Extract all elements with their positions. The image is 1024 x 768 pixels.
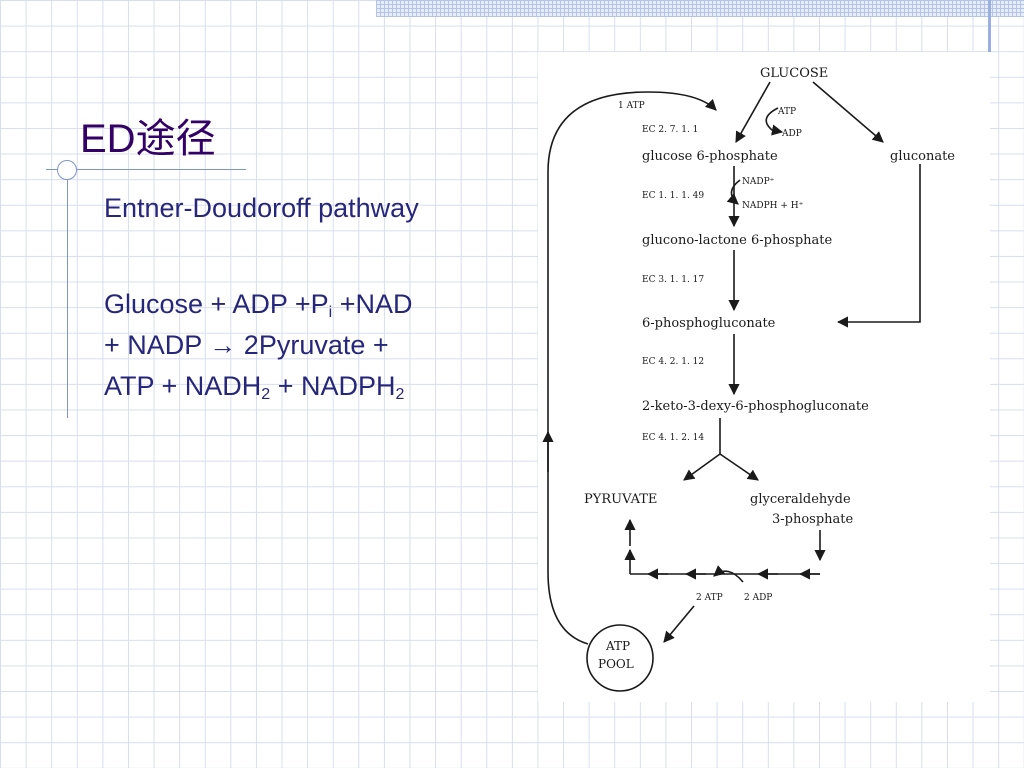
equation-sub-2a: 2 bbox=[261, 386, 271, 403]
arrow-glucose-to-g6p bbox=[735, 81, 771, 143]
label-atp-pool-2: POOL bbox=[598, 657, 634, 671]
equation-line-3: ATP + NADH2 + NADPH2 bbox=[104, 366, 524, 407]
equation-line-1-b: +NAD bbox=[332, 289, 413, 319]
label-glucose-6-phosphate: glucose 6-phosphate bbox=[642, 149, 778, 164]
left-vertical-rule bbox=[67, 160, 68, 418]
label-2-atp: 2 ATP bbox=[696, 593, 723, 603]
label-ec-2-7-1-1: EC 2. 7. 1. 1 bbox=[642, 125, 698, 135]
label-ec-3-1-1-17: EC 3. 1. 1. 17 bbox=[642, 275, 704, 285]
pathway-name: Entner-Doudoroff pathway bbox=[104, 193, 419, 223]
arrow-atp-to-pool bbox=[663, 605, 695, 643]
label-cofactor-atp: ATP bbox=[777, 107, 796, 117]
arrow-kdpg-to-pyruvate bbox=[683, 453, 721, 481]
ed-pathway-diagram: GLUCOSE glucose 6-phosphate gluconate gl… bbox=[538, 52, 990, 702]
label-pyruvate: PYRUVATE bbox=[584, 492, 657, 507]
label-cofactor-adp: ADP bbox=[781, 129, 802, 139]
label-cofactor-nadp: NADP⁺ bbox=[742, 177, 775, 187]
label-glyceraldehyde-2: 3-phosphate bbox=[772, 512, 854, 527]
label-gluconate: gluconate bbox=[890, 149, 955, 164]
label-glucose: GLUCOSE bbox=[760, 66, 828, 81]
label-kdpg: 2-keto-3-dexy-6-phosphogluconate bbox=[642, 399, 869, 414]
equation-line-1-a: Glucose + ADP +P bbox=[104, 289, 329, 319]
label-glyceraldehyde-1: glyceraldehyde bbox=[750, 492, 851, 507]
label-atp-pool-1: ATP bbox=[605, 639, 630, 653]
equation-line-3-b: + NADPH bbox=[270, 371, 396, 401]
equation-line-1: Glucose + ADP +Pi +NAD bbox=[104, 284, 524, 325]
decorative-top-rule bbox=[988, 0, 991, 52]
equation-sub-2b: 2 bbox=[395, 386, 405, 403]
label-6-phosphogluconate: 6-phosphogluconate bbox=[642, 316, 776, 331]
decorative-top-band bbox=[376, 0, 1024, 17]
label-ec-4-2-1-12: EC 4. 2. 1. 12 bbox=[642, 357, 704, 367]
arrow-glucose-to-gluconate bbox=[812, 81, 884, 143]
label-ec-1-1-1-49: EC 1. 1. 1. 49 bbox=[642, 191, 704, 201]
arrow-adp-to-atp-loop bbox=[713, 565, 744, 583]
label-glucono-lactone: glucono-lactone 6-phosphate bbox=[642, 233, 833, 248]
arrow-pool-to-glucose-phosphorylation bbox=[547, 91, 717, 645]
arrow-gluconate-to-6pg bbox=[836, 164, 921, 328]
equation-sub-i: i bbox=[328, 304, 333, 321]
pathway-svg: GLUCOSE glucose 6-phosphate gluconate gl… bbox=[542, 66, 955, 692]
slide-title: ED途径 bbox=[80, 117, 216, 161]
label-1-atp: 1 ATP bbox=[618, 101, 645, 111]
equation-line-3-a: ATP + NADH bbox=[104, 371, 262, 401]
label-cofactor-nadph: NADPH + H⁺ bbox=[742, 201, 804, 211]
arrow-atp-adp bbox=[765, 107, 784, 136]
arrow-nadp-nadph bbox=[726, 179, 741, 205]
equation-line-2: + NADP → 2Pyruvate + bbox=[104, 330, 389, 360]
rule-circle-ornament bbox=[57, 160, 77, 180]
overall-equation: Glucose + ADP +Pi +NAD + NADP → 2Pyruvat… bbox=[104, 284, 524, 407]
label-ec-4-1-2-14: EC 4. 1. 2. 14 bbox=[642, 433, 704, 443]
label-2-adp: 2 ADP bbox=[744, 593, 772, 603]
arrow-kdpg-to-g3p bbox=[719, 453, 759, 481]
atp-pool-circle bbox=[586, 624, 654, 692]
title-underline bbox=[46, 169, 246, 170]
